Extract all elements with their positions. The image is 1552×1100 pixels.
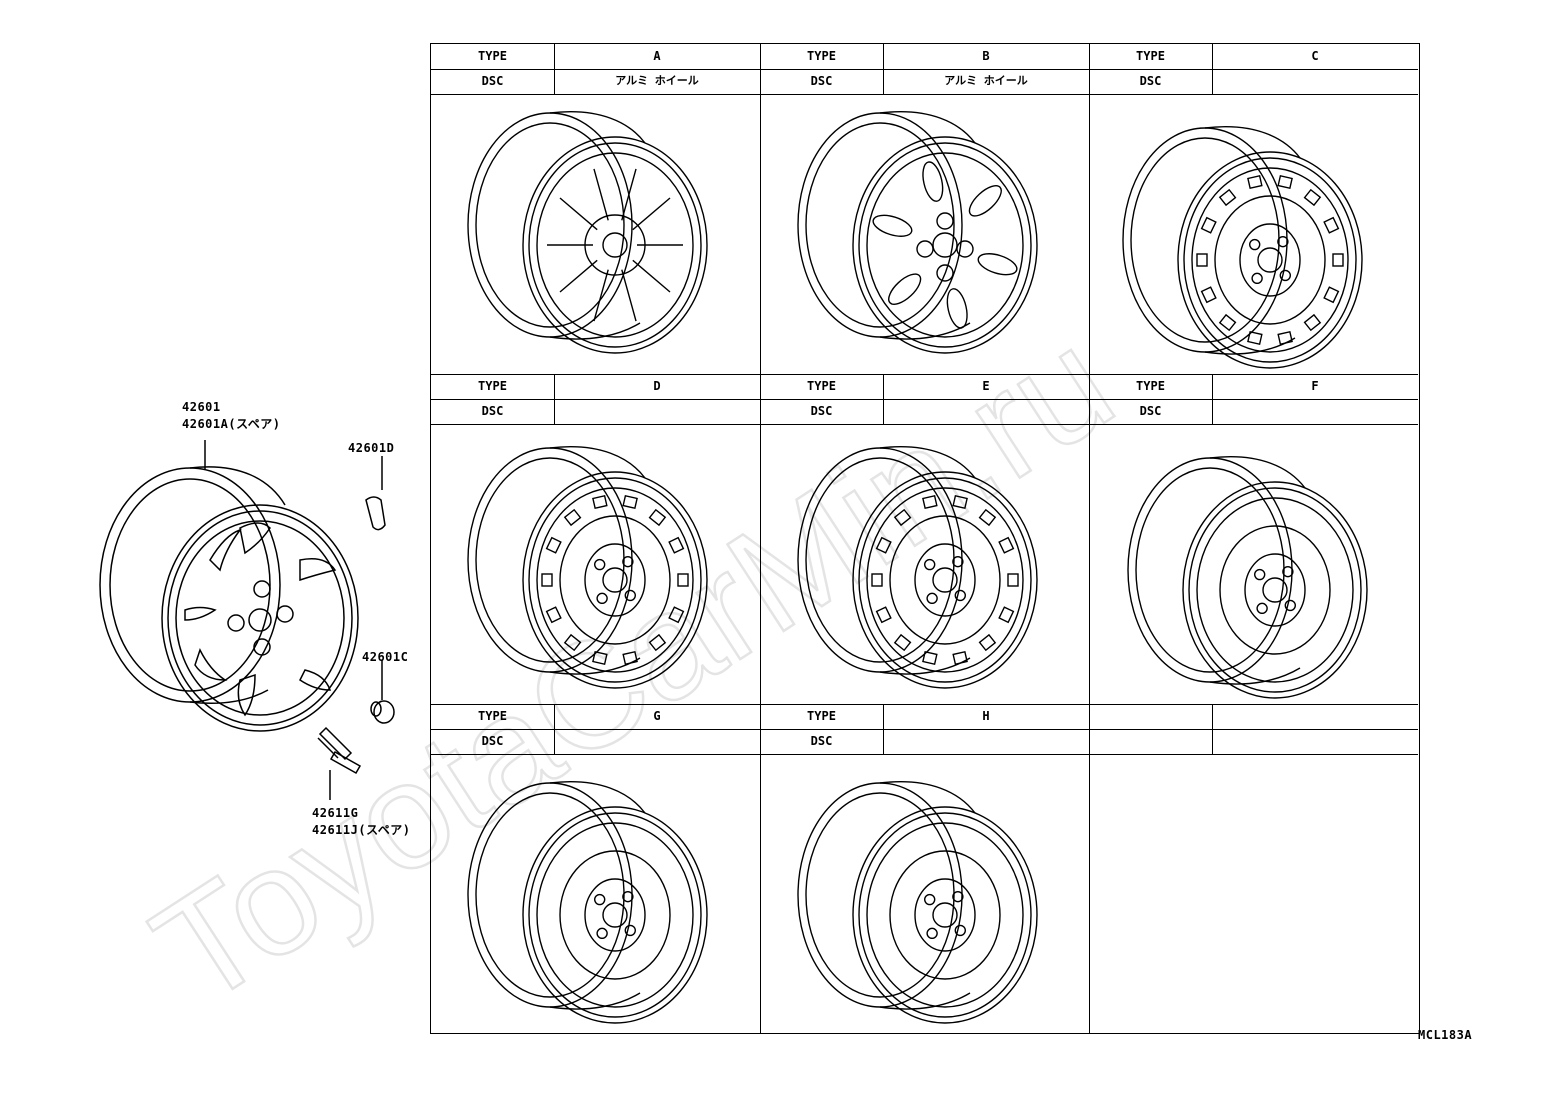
type-label: TYPE [1136, 379, 1165, 393]
table-row-divider [431, 374, 1418, 375]
type-value-g: G [653, 709, 661, 723]
wheel-drawing-steel-e [797, 446, 1038, 689]
type-value-d: D [653, 379, 661, 393]
wheel-drawing-blades [797, 111, 1038, 354]
dsc-label: DSC [481, 404, 504, 418]
type-label: TYPE [1136, 49, 1165, 63]
table-row-divider [431, 704, 1418, 705]
callout-part-c: 42601C [362, 650, 409, 664]
table-col-divider [1089, 44, 1090, 1033]
type-label: TYPE [807, 49, 836, 63]
type-value-e: E [982, 379, 990, 393]
wheel-drawing-steel-c [1122, 126, 1363, 369]
type-value-f: F [1311, 379, 1319, 393]
table-row-divider [431, 399, 1418, 400]
dsc-label: DSC [810, 404, 833, 418]
type-label: TYPE [478, 49, 507, 63]
dsc-label: DSC [481, 74, 504, 88]
wheel-type-table: TYPE A DSC アルミ ホイール TYPE B DSC アルミ ホイール … [430, 43, 1420, 1034]
table-row-divider [431, 424, 1418, 425]
wheel-drawing-spokes [467, 111, 708, 354]
dsc-value-a: アルミ ホイール [615, 74, 699, 87]
type-label: TYPE [478, 709, 507, 723]
figure-code: MCL183A [1418, 1028, 1473, 1042]
type-value-c: C [1311, 49, 1319, 63]
wheel-drawing-steel-h [797, 781, 1038, 1024]
type-label: TYPE [478, 379, 507, 393]
callout-valve-spare: 42611J(スペア) [312, 823, 411, 837]
type-value-h: H [982, 709, 990, 723]
dsc-label: DSC [1139, 74, 1162, 88]
callout-valve-part: 42611G [312, 806, 359, 820]
dsc-label: DSC [810, 74, 833, 88]
type-value-b: B [982, 49, 990, 63]
wheel-drawing-steel-f [1127, 456, 1368, 699]
type-label: TYPE [807, 709, 836, 723]
dsc-label: DSC [1139, 404, 1162, 418]
main-wheel-drawing [99, 440, 395, 800]
dsc-label: DSC [481, 734, 504, 748]
type-value-a: A [653, 49, 661, 63]
table-row-divider [431, 754, 1418, 755]
dsc-value-b: アルミ ホイール [944, 74, 1028, 87]
wheel-drawing-steel-g [467, 781, 708, 1024]
callout-wheel-spare: 42601A(スペア) [182, 417, 281, 431]
table-col-divider [760, 44, 761, 1033]
type-label: TYPE [807, 379, 836, 393]
wheel-drawing-steel-d [467, 446, 708, 689]
table-row-divider [431, 729, 1418, 730]
callout-part-d: 42601D [348, 441, 395, 455]
table-row-divider [431, 69, 1418, 70]
table-row-divider [431, 94, 1418, 95]
callout-wheel-part: 42601 [182, 400, 221, 414]
dsc-label: DSC [810, 734, 833, 748]
